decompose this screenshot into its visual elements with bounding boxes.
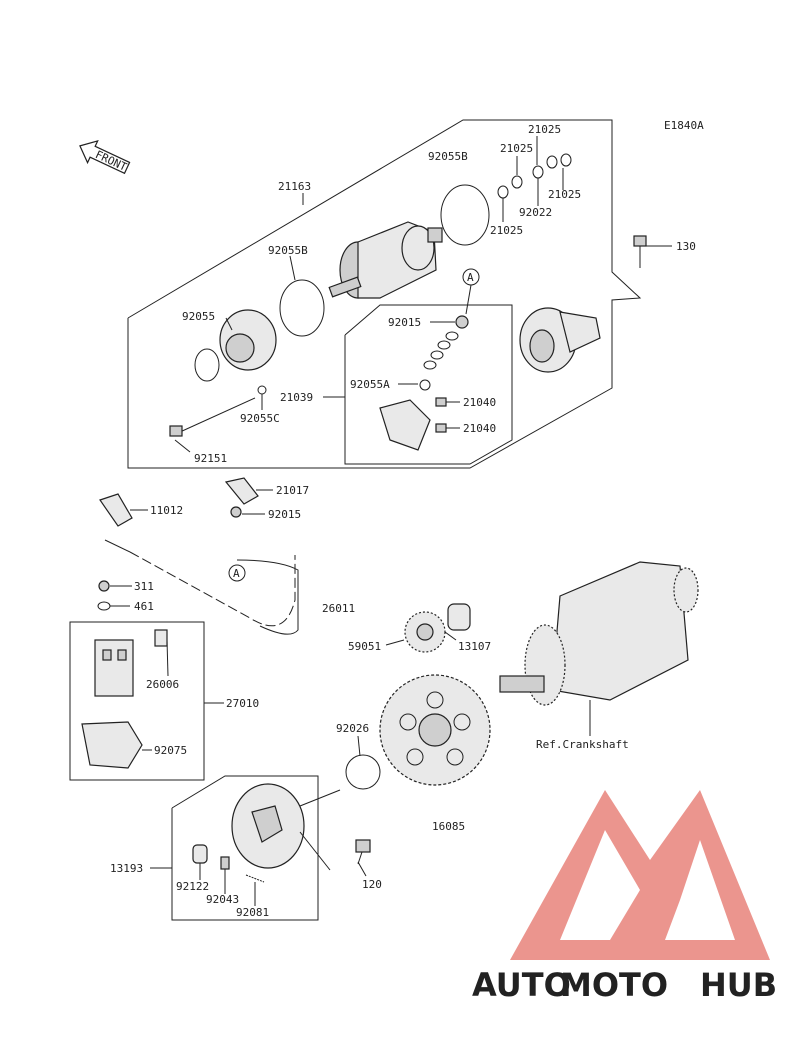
label-92081: 92081: [236, 906, 269, 919]
watermark-moto: MOTO: [560, 966, 668, 1004]
o-ring-92055B: [279, 279, 325, 337]
relay-group-outline: [69, 621, 205, 781]
label-92055C: 92055C: [240, 412, 280, 425]
label-92122: 92122: [176, 880, 209, 893]
label-21040-a: 21040: [463, 396, 496, 409]
label-21025-b: 21025: [500, 142, 533, 155]
label-92055: 92055: [182, 310, 215, 323]
washer-461: [97, 601, 111, 611]
watermark-hub: HUB: [700, 966, 777, 1004]
bolt-130: [633, 235, 647, 268]
leader-lines: [110, 136, 672, 906]
starter-front-cover: [219, 309, 277, 371]
nut-92015: [230, 506, 242, 518]
diagram-code: E1840A: [664, 119, 704, 132]
callout-a-bottom: [228, 564, 246, 582]
through-bolt-92151: [169, 397, 256, 437]
label-21025-a: 21025: [528, 123, 561, 136]
label-13107: 13107: [458, 640, 491, 653]
label-120: 120: [362, 878, 382, 891]
relay-cover-92075: [81, 721, 143, 769]
label-92043: 92043: [206, 893, 239, 906]
label-130: 130: [676, 240, 696, 253]
plunger-92043: [220, 856, 230, 870]
label-27010: 27010: [226, 697, 259, 710]
label-11012: 11012: [150, 504, 183, 517]
callout-a-top-label: A: [467, 271, 474, 284]
label-92055B-top: 92055B: [428, 150, 468, 163]
label-13193: 13193: [110, 862, 143, 875]
starter-cable-26011: [104, 539, 299, 635]
shaft-13107: [447, 603, 471, 631]
label-92015-b: 92015: [268, 508, 301, 521]
label-92055A: 92055A: [350, 378, 390, 391]
label-26006: 26006: [146, 678, 179, 691]
label-21163: 21163: [278, 180, 311, 193]
front-arrow-icon: FRONT: [79, 139, 131, 175]
part-labels: 21163 92055B 21025 21025 21025 21025 920…: [110, 123, 696, 919]
nut-311: [98, 580, 110, 592]
o-ring-92055: [194, 348, 220, 382]
watermark-text: AUTO MOTO HUB: [472, 966, 777, 1004]
label-92015-a: 92015: [388, 316, 421, 329]
callout-a-bottom-label: A: [233, 567, 240, 580]
starter-clutch-group-outline: [171, 775, 319, 921]
label-92022: 92022: [519, 206, 552, 219]
o-ring-92026: [345, 754, 381, 790]
label-21025-c: 21025: [548, 188, 581, 201]
cap-21017: [224, 477, 259, 505]
cap-11012: [99, 493, 133, 527]
starter-relay-27010: [94, 639, 134, 697]
starter-rear-cover: [519, 307, 601, 373]
label-16085: 16085: [432, 820, 465, 833]
starter-clutch-gear-16085: [379, 674, 491, 786]
starter-motor-group-outline: [127, 119, 642, 469]
bolt-120: [355, 839, 371, 865]
label-92055B: 92055B: [268, 244, 308, 257]
o-ring-92055C: [257, 385, 267, 395]
watermark-auto: AUTO: [472, 966, 571, 1004]
spring-92081: [245, 874, 265, 883]
label-92026: 92026: [336, 722, 369, 735]
label-311: 311: [134, 580, 154, 593]
label-21039: 21039: [280, 391, 313, 404]
starter-clutch-13193: [231, 783, 305, 869]
label-21040-b: 21040: [463, 422, 496, 435]
label-92075: 92075: [154, 744, 187, 757]
label-59051: 59051: [348, 640, 381, 653]
brush-holder-21039: [379, 315, 469, 451]
front-label: FRONT: [93, 148, 129, 174]
o-ring-92055B-top: [440, 184, 490, 246]
fuse-26006: [154, 629, 168, 647]
brush-holder-group-outline: [344, 304, 513, 465]
starter-motor-illustration: [328, 221, 443, 299]
label-ref-crankshaft: Ref.Crankshaft: [536, 738, 629, 751]
roller-92122: [192, 844, 208, 864]
crankshaft-illustration: [499, 561, 699, 706]
label-92151: 92151: [194, 452, 227, 465]
watermark-logo-icon: [510, 790, 770, 960]
label-21017: 21017: [276, 484, 309, 497]
label-26011: 26011: [322, 602, 355, 615]
label-461: 461: [134, 600, 154, 613]
label-21025-d: 21025: [490, 224, 523, 237]
gear-59051: [404, 611, 446, 653]
